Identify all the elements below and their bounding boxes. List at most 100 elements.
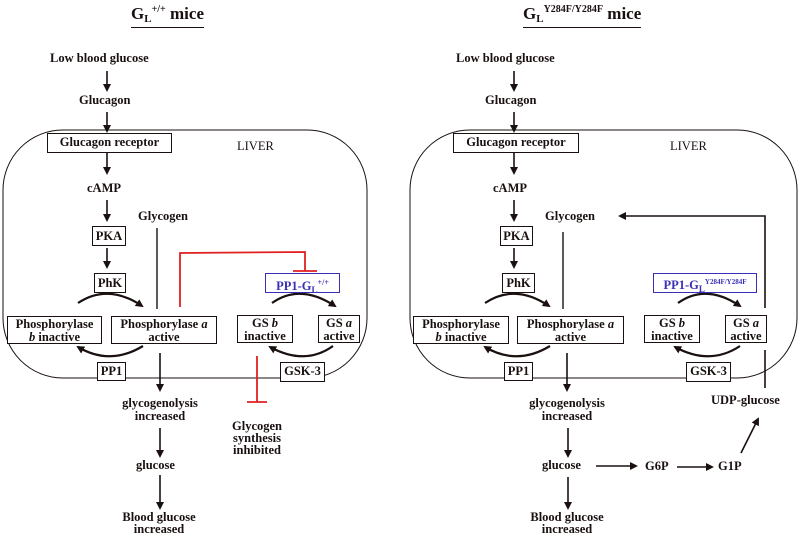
glycogenolysis-line2: increased [134, 409, 186, 423]
title-suffix: mice [165, 4, 204, 23]
node-phosphorylase-b-right: Phosphorylase b inactive [413, 316, 509, 344]
panel-title-left: GL+/+ mice [131, 4, 204, 28]
phosphorylase-b-italic: b [28, 330, 36, 344]
phosphorylase-a-prefix: Phosphorylase [120, 317, 202, 331]
glycogenolysis-line2: increased [541, 409, 593, 423]
gs-a-state: active [730, 329, 762, 343]
node-phosphorylase-a-left: Phosphorylase a active [111, 316, 217, 344]
blood-glucose-line1: Blood glucose [530, 510, 604, 524]
gs-b-prefix: GS [658, 316, 679, 330]
title-main: G [131, 4, 145, 23]
node-gs-b-right: GS b inactive [644, 315, 700, 343]
blood-glucose-line2: increased [133, 522, 185, 536]
glycogen-synthesis-line2: synthesis [233, 431, 281, 445]
title-suffix: mice [603, 4, 642, 23]
gs-a-italic: a [345, 316, 353, 330]
node-pka-right: PKA [500, 226, 533, 246]
phosphorylase-b-line2: b inactive [8, 331, 101, 344]
node-glucose-right: glucose [542, 458, 581, 472]
arrow-pp1-inactivation-right [483, 345, 551, 358]
gs-a-prefix: GS [325, 316, 346, 330]
node-low-blood-glucose-right: Low blood glucose [456, 51, 555, 65]
node-glucagon-receptor-right: Glucagon receptor [453, 133, 579, 153]
gs-b-italic: b [271, 316, 279, 330]
node-g6p: G6P [645, 459, 669, 473]
pp1-gl-main: PP1-G [663, 278, 699, 292]
phosphorylase-a-state: active [554, 330, 587, 344]
phosphorylase-a-line1: Phosphorylase a [112, 318, 216, 331]
arrow-gsa-glycogen [618, 212, 766, 308]
blood-glucose-line2: increased [541, 522, 593, 536]
node-pp1-right: PP1 [504, 362, 533, 381]
node-gs-a-right: GS a active [725, 315, 767, 343]
organ-label-left: LIVER [237, 139, 274, 153]
glycogenolysis-line1: glycogenolysis [122, 396, 198, 410]
phosphorylase-a-italic: a [607, 317, 615, 331]
node-blood-glucose-left: Blood glucose increased [114, 510, 204, 536]
glycogen-synthesis-line1: Glycogen [232, 419, 282, 433]
gs-a-line1: GS a [726, 317, 766, 330]
phosphorylase-b-italic: b [435, 330, 442, 344]
node-glycogen-right: Glycogen [545, 209, 595, 223]
pp1-gl-subscript: L [311, 285, 318, 295]
node-camp-right: cAMP [493, 181, 528, 195]
node-glycogen-left: Glycogen [138, 209, 188, 223]
pp1-gl-subscript: L [698, 284, 705, 294]
inhibition-line-phosphorylase-pp1gl [179, 251, 306, 307]
gs-b-line1: GS b [238, 317, 292, 330]
node-g1p: G1P [718, 459, 742, 473]
node-glucagon-receptor-left: Glucagon receptor [47, 133, 172, 153]
node-glucagon-right: Glucagon [485, 93, 537, 107]
gs-b-italic: b [678, 316, 686, 330]
node-gsk3-right: GSK-3 [686, 362, 731, 382]
phosphorylase-b-line1: Phosphorylase [422, 317, 500, 331]
node-low-blood-glucose-left: Low blood glucose [50, 51, 149, 65]
node-pp1-left: PP1 [97, 362, 126, 381]
node-gs-b-left: GS b inactive [237, 315, 293, 343]
node-glucose-left: glucose [136, 458, 175, 472]
title-subscript: L [536, 13, 544, 25]
arrow-gsk3-inactivation-left [268, 345, 334, 358]
arrow-phk-activation-left [77, 292, 144, 308]
node-blood-glucose-right: Blood glucose increased [522, 510, 612, 536]
phosphorylase-a-state: active [148, 330, 180, 344]
organ-label-right: LIVER [670, 139, 707, 153]
node-phosphorylase-a-right: Phosphorylase a active [517, 316, 624, 344]
node-phk-left: PhK [94, 273, 126, 293]
title-subscript: L [144, 13, 152, 25]
phosphorylase-a-line1: Phosphorylase a [518, 318, 623, 331]
arrow-pp1gl-activation-left [271, 292, 337, 308]
pp1-gl-superscript: +/+ [317, 278, 329, 287]
glycogen-synthesis-line3: inhibited [233, 443, 281, 457]
node-phk-right: PhK [502, 273, 535, 293]
arrow-phk-activation-right [484, 292, 551, 308]
arrow-pp1gl-activation-right [677, 292, 742, 308]
arrow-g1p-udpglucose [740, 417, 759, 454]
gs-b-state: inactive [651, 329, 693, 343]
arrow-gsk3-inactivation-right [673, 345, 741, 358]
node-pka-left: PKA [92, 226, 126, 246]
title-superscript: +/+ [151, 4, 166, 15]
phosphorylase-b-state: inactive [441, 330, 487, 344]
pp1-gl-main: PP1-G [276, 279, 312, 293]
node-pp1-gl-right: PP1-GLY284F/Y284F [653, 273, 757, 294]
node-pp1-gl-left: PP1-GL+/+ [265, 273, 340, 295]
phosphorylase-b-line1: Phosphorylase [15, 317, 94, 331]
title-superscript: Y284F/Y284F [543, 4, 604, 15]
gs-a-state: active [323, 329, 355, 343]
pp1-gl-superscript: Y284F/Y284F [704, 278, 747, 286]
gs-a-prefix: GS [732, 316, 753, 330]
phosphorylase-a-italic: a [201, 317, 208, 331]
node-camp-left: cAMP [87, 181, 122, 195]
blood-glucose-line1: Blood glucose [122, 510, 196, 524]
node-udp-glucose: UDP-glucose [711, 393, 780, 407]
liver-outline-left [2, 129, 368, 379]
phosphorylase-a-prefix: Phosphorylase [526, 317, 608, 331]
phosphorylase-b-line2: b inactive [414, 331, 508, 344]
gs-a-line1: GS a [319, 317, 359, 330]
arrow-pp1-inactivation-left [76, 345, 144, 358]
gs-b-state: inactive [244, 329, 286, 343]
glycogenolysis-line1: glycogenolysis [529, 396, 605, 410]
node-glycogen-synthesis-inhibited: Glycogen synthesis inhibited [225, 419, 289, 457]
